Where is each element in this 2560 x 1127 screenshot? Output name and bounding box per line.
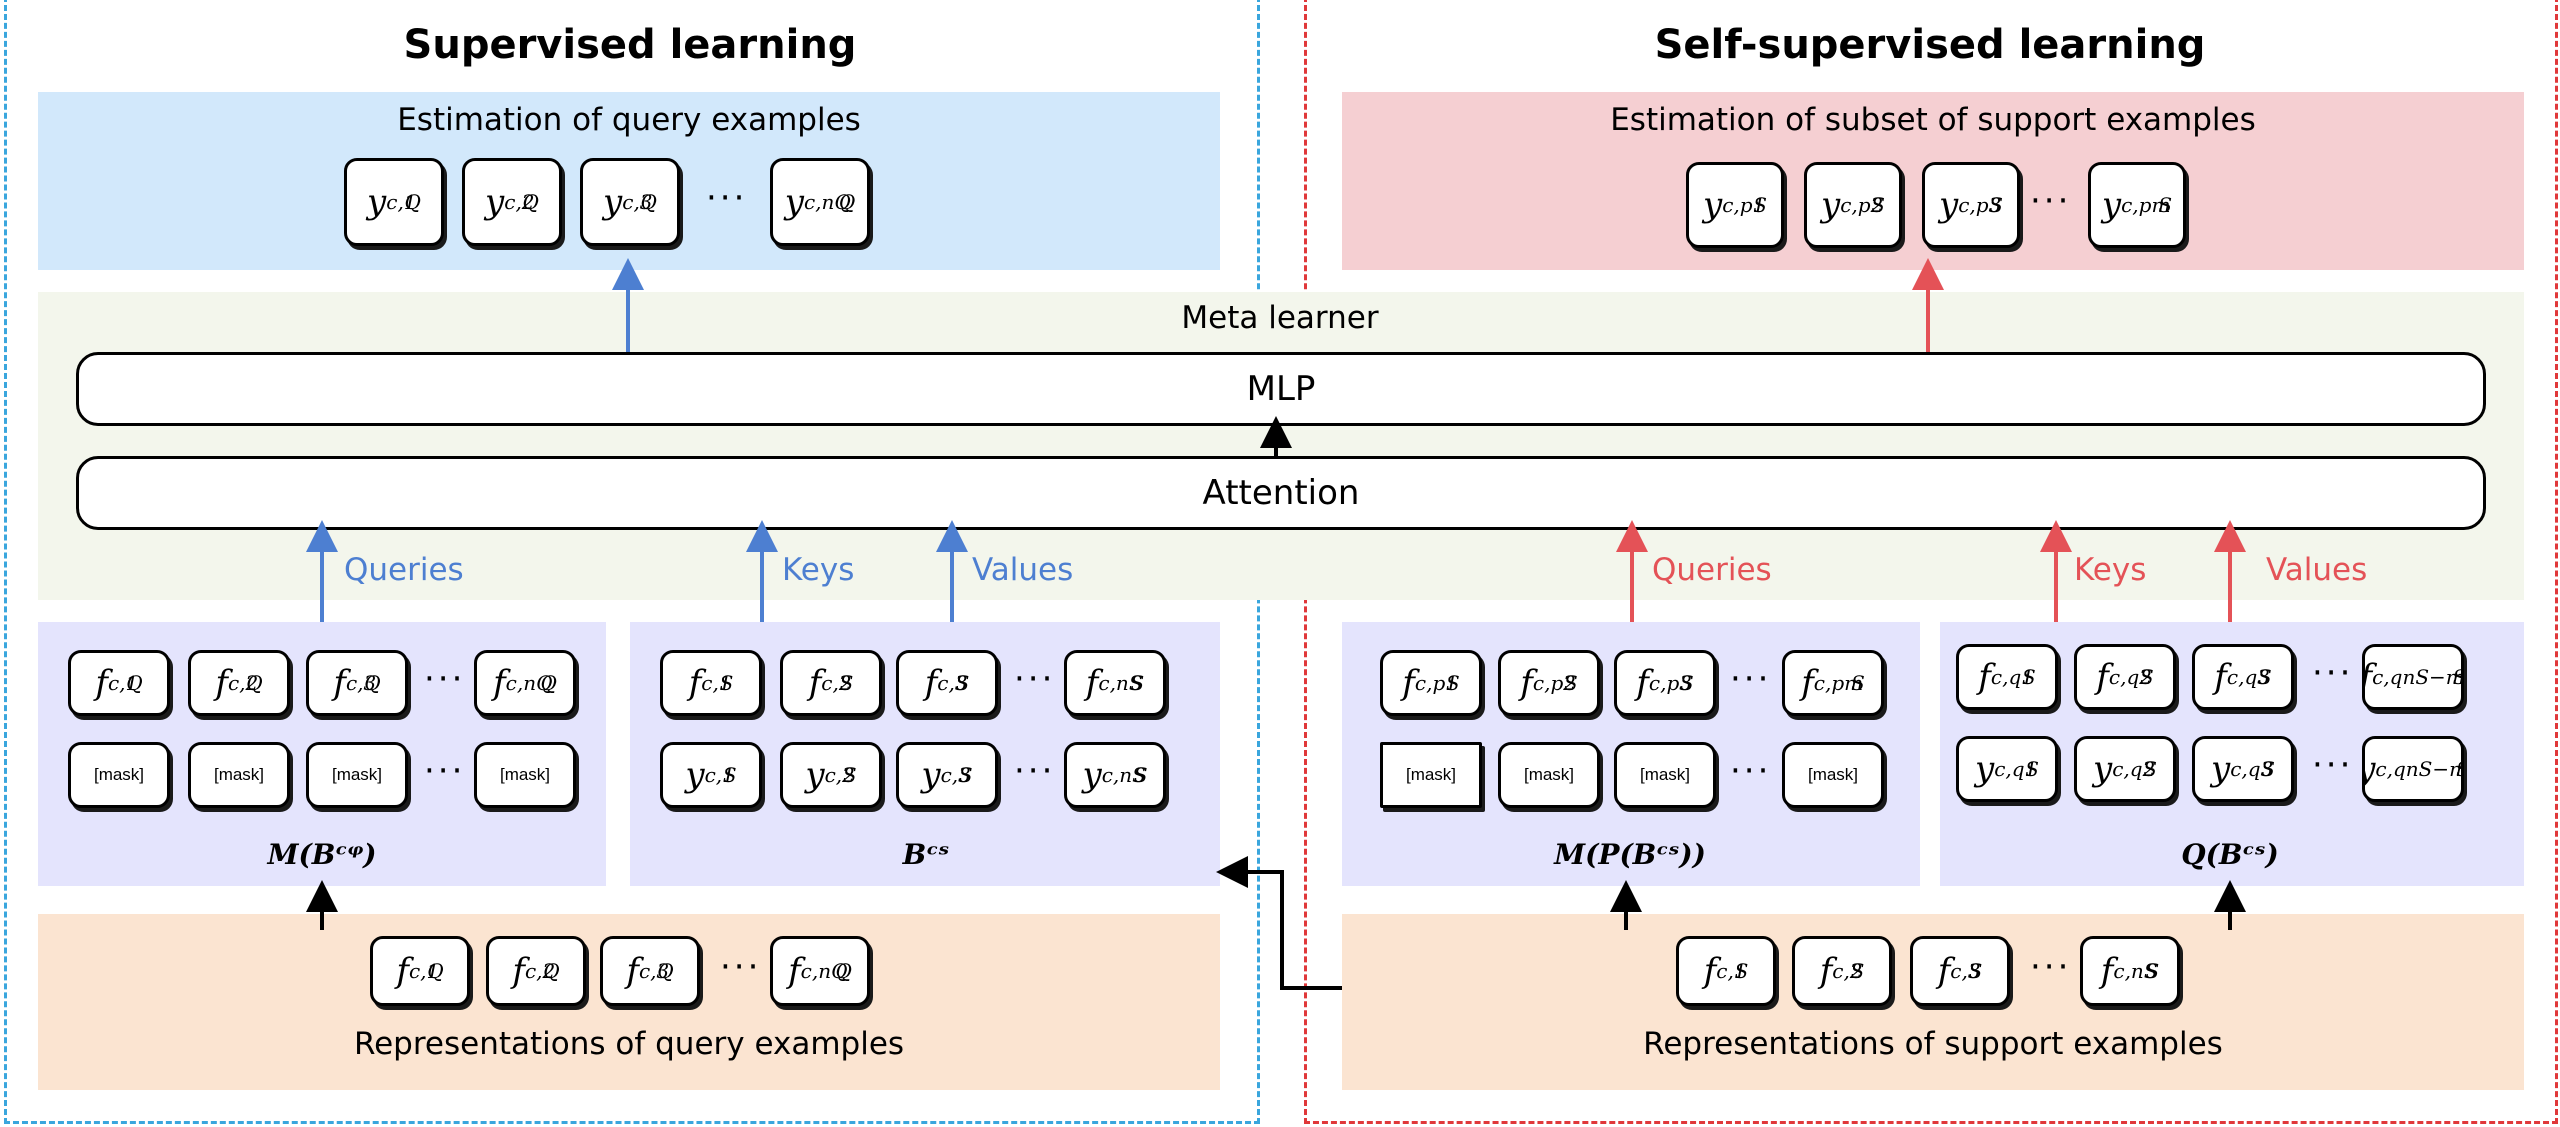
arrow-support-reps-to-support-set: [1216, 856, 1342, 990]
mlp-label: MLP: [1246, 369, 1316, 409]
right-queries-label: Queries: [1652, 552, 1772, 588]
left-values-label: Values: [972, 552, 1074, 588]
left-keys-label: Keys: [782, 552, 855, 588]
masked-permuted-set-label: M(P(Bᶜˢ)): [1554, 838, 1706, 871]
q-set-label: Q(Bᶜˢ): [2181, 838, 2279, 871]
masked-query-feature-token-ellipsis: ···: [424, 659, 466, 699]
left-queries-label: Queries: [344, 552, 464, 588]
mask-token: [mask]: [188, 742, 290, 808]
support-representations-caption: Representations of support examples: [1643, 1026, 2223, 1062]
q-feature-token-ellipsis: ···: [2312, 653, 2354, 693]
query-estimate-token-ellipsis: ···: [706, 178, 748, 218]
support-estimate-token-ellipsis: ···: [2030, 181, 2072, 221]
mask-token: [mask]: [68, 742, 170, 808]
permuted-mask-token: [mask]: [1380, 742, 1482, 808]
attention-label: Attention: [1202, 473, 1360, 513]
q-feature-token: fc,qnS−mS: [2362, 644, 2464, 710]
meta-learner-caption: Meta learner: [1181, 300, 1379, 336]
permuted-feature-token-ellipsis: ···: [1730, 659, 1772, 699]
right-keys-label: Keys: [2074, 552, 2147, 588]
permuted-mask-token-ellipsis: ···: [1730, 751, 1772, 791]
masked-query-set-label: M(Bᶜᵠ): [267, 838, 377, 871]
support-set-label: Bᶜˢ: [902, 838, 950, 871]
right-values-label: Values: [2266, 552, 2368, 588]
permuted-mask-token: [mask]: [1782, 742, 1884, 808]
permuted-mask-token: [mask]: [1498, 742, 1600, 808]
mlp-block: MLP: [76, 352, 2486, 426]
query-estimation-caption: Estimation of query examples: [397, 102, 861, 138]
attention-block: Attention: [76, 456, 2486, 530]
query-representation-token-ellipsis: ···: [720, 947, 762, 987]
mask-token: [mask]: [474, 742, 576, 808]
support-label-token-ellipsis: ···: [1014, 751, 1056, 791]
mask-token-ellipsis: ···: [424, 751, 466, 791]
query-representations-caption: Representations of query examples: [353, 1026, 905, 1062]
q-label-token: yc,qnS−mS: [2362, 736, 2464, 802]
self-supervised-title: Self-supervised learning: [1654, 22, 2206, 68]
support-estimation-caption: Estimation of subset of support examples: [1610, 102, 2256, 138]
permuted-mask-token: [mask]: [1614, 742, 1716, 808]
supervised-title: Supervised learning: [403, 22, 857, 68]
support-representation-token-ellipsis: ···: [2030, 947, 2072, 987]
q-label-token-ellipsis: ···: [2312, 745, 2354, 785]
mask-token: [mask]: [306, 742, 408, 808]
support-feature-token-ellipsis: ···: [1014, 659, 1056, 699]
